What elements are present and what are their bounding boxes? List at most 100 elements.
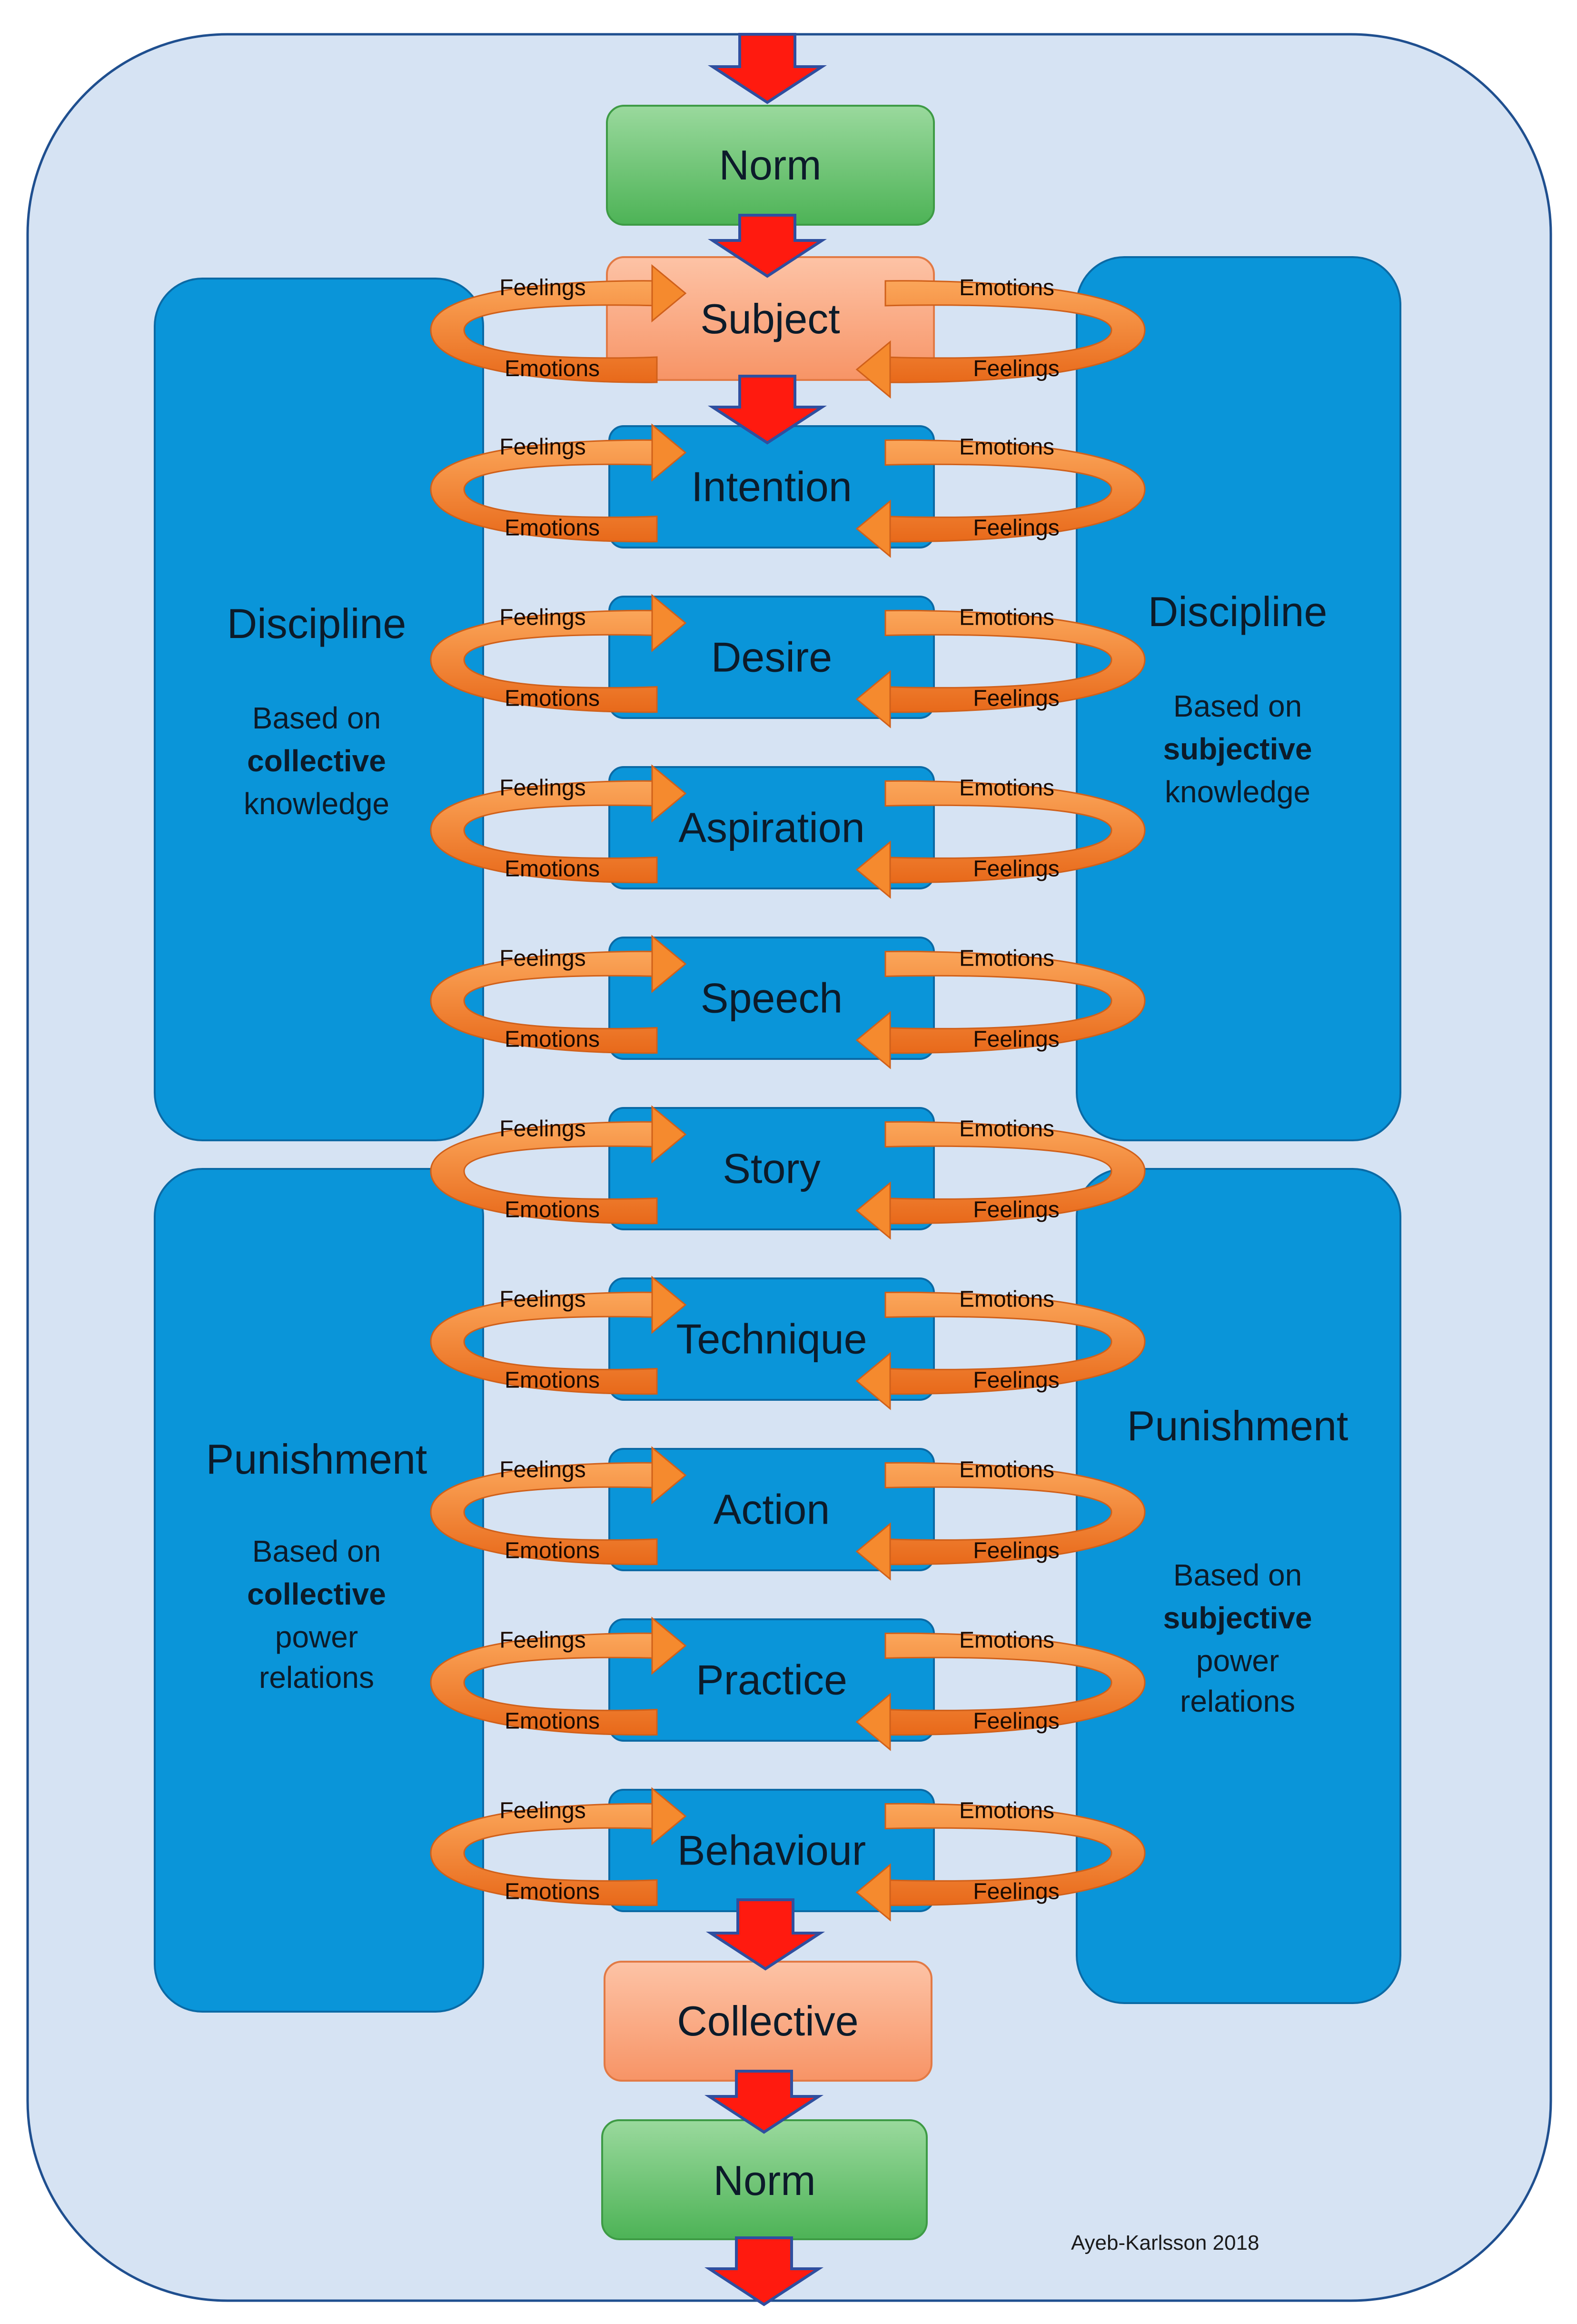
ring-arrowhead — [651, 1105, 687, 1164]
ring-arrowhead — [651, 1787, 687, 1845]
flow-arrow-collective-to-norm — [704, 2070, 824, 2134]
ring-label-emotions: Emotions — [505, 1197, 600, 1223]
left-bottom-panel-line-2: collective — [247, 1577, 386, 1611]
right-bottom-panel-text: Punishment Based on subjective power rel… — [1127, 1402, 1349, 1718]
ring-label-emotions: Emotions — [959, 275, 1054, 300]
left-bottom-panel-line-1: Based on — [252, 1534, 381, 1568]
ring-arrowhead — [651, 1616, 687, 1675]
norm-node-top: Norm — [606, 105, 935, 226]
norm-node-bottom-label: Norm — [713, 2157, 815, 2204]
left-bottom-panel-line-4: relations — [259, 1660, 374, 1695]
ring-band — [430, 1291, 658, 1395]
ring-label-feelings: Feelings — [973, 1368, 1059, 1393]
ring-label-emotions: Emotions — [959, 1287, 1054, 1312]
ring-arrowhead — [651, 935, 687, 993]
right-top-panel-text: Discipline Based on subjective knowledge — [1148, 588, 1328, 809]
stage-practice: Practice — [608, 1618, 935, 1742]
norm-node-bottom: Norm — [601, 2119, 928, 2240]
right-top-panel-line-3: knowledge — [1165, 775, 1310, 809]
ring-label-feelings: Feelings — [973, 686, 1059, 711]
ring-label-feelings: Feelings — [499, 1628, 585, 1653]
left-top-panel-title: Discipline — [227, 600, 407, 647]
ring-label-feelings: Feelings — [499, 1457, 585, 1483]
stage-label: Technique — [676, 1316, 867, 1363]
ring-label-feelings: Feelings — [973, 1027, 1059, 1052]
ring-label-emotions: Emotions — [505, 1368, 600, 1393]
stage-box — [608, 1107, 935, 1230]
left-top-panel-line-1: Based on — [252, 701, 381, 735]
ring-arrowhead — [855, 1181, 891, 1240]
left-top-panel-line-3: knowledge — [244, 787, 389, 821]
left-bottom-panel — [154, 1168, 484, 2013]
stage-story: Story — [608, 1107, 935, 1230]
ring-label-emotions: Emotions — [505, 1879, 600, 1905]
ring-label-feelings: Feelings — [499, 435, 585, 460]
ring-band — [430, 950, 658, 1054]
ring-arrowhead — [855, 670, 891, 728]
ring-label-feelings: Feelings — [499, 275, 585, 300]
ring-arrowhead — [855, 1011, 891, 1069]
ring-label-feelings: Feelings — [499, 1287, 585, 1312]
stage-label: Practice — [696, 1656, 847, 1704]
ring-arrowhead — [651, 764, 687, 823]
ring-arrowhead — [855, 1693, 891, 1751]
left-top-panel — [154, 278, 484, 1141]
ring-arrowhead — [651, 1446, 687, 1505]
stages-layer: FeelingsEmotionsEmotionsFeelingsIntentio… — [430, 264, 1146, 1922]
stage-technique: Technique — [608, 1277, 935, 1401]
ring-arrowhead — [855, 1352, 891, 1410]
ring-label-emotions: Emotions — [505, 1709, 600, 1734]
ring-label-feelings: Feelings — [973, 356, 1059, 381]
ring-arrowhead — [651, 594, 687, 652]
stage-box — [608, 766, 935, 889]
ring-band — [430, 780, 658, 884]
ring-band — [430, 439, 658, 543]
ring-label-emotions: Emotions — [505, 686, 600, 711]
ring-label-feelings: Feelings — [973, 1197, 1059, 1223]
flow-arrow-into-norm — [707, 33, 827, 104]
ring-band — [430, 1803, 658, 1906]
stage-label: Speech — [701, 975, 843, 1022]
ring-label-emotions: Emotions — [505, 857, 600, 882]
right-top-panel-line-2: subjective — [1163, 732, 1312, 766]
ring-label-emotions: Emotions — [959, 1117, 1054, 1142]
ring-arrowhead — [855, 840, 891, 899]
flow-arrow-behaviour-to-collective — [705, 1898, 825, 1971]
stage-label: Desire — [711, 634, 832, 681]
ring-band — [430, 1462, 658, 1566]
flow-arrow-out-of-norm — [704, 2236, 824, 2306]
ring-label-feelings: Feelings — [499, 605, 585, 630]
ring-label-feelings: Feelings — [973, 516, 1059, 541]
ring-label-feelings: Feelings — [973, 1538, 1059, 1564]
ring-label-feelings: Feelings — [973, 857, 1059, 882]
right-bottom-panel-line-2: subjective — [1163, 1601, 1312, 1635]
stage-box — [608, 1277, 935, 1401]
ring-label-feelings: Feelings — [499, 776, 585, 801]
right-top-panel-title: Discipline — [1148, 588, 1328, 635]
ring-label-feelings: Feelings — [499, 1798, 585, 1824]
ring-arrowhead — [855, 1863, 891, 1922]
collective-node: Collective — [604, 1961, 932, 2082]
right-bottom-panel-line-1: Based on — [1173, 1558, 1302, 1592]
norm-node-top-label: Norm — [719, 141, 821, 189]
ring-label-feelings: Feelings — [973, 1709, 1059, 1734]
ring-band — [430, 609, 658, 713]
stage-intention: Intention — [608, 425, 935, 549]
ring-label-emotions: Emotions — [959, 946, 1054, 971]
right-bottom-panel-line-4: relations — [1180, 1684, 1295, 1718]
ring-arrowhead — [651, 1276, 687, 1334]
left-bottom-panel-line-3: power — [275, 1620, 358, 1654]
